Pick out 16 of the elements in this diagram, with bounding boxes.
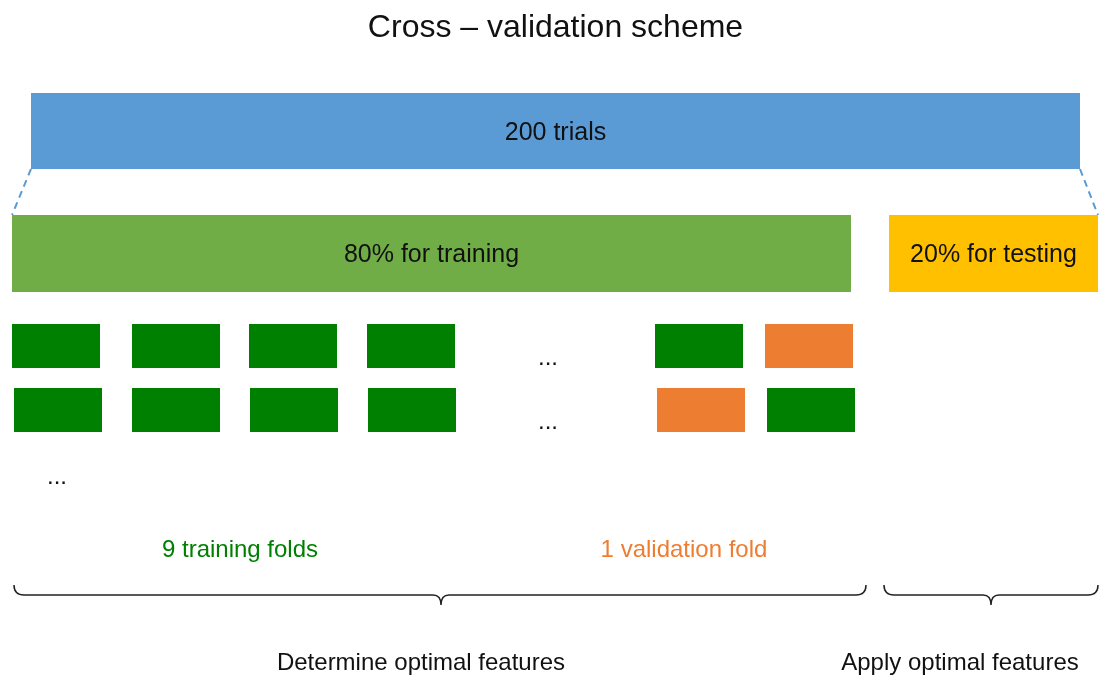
diagram-title: Cross – validation scheme	[366, 8, 745, 45]
ellipsis: ...	[538, 343, 558, 371]
legend-text: 1 validation fold	[600, 535, 768, 563]
bar-label: 80% for training	[343, 239, 520, 268]
bar	[12, 215, 851, 292]
bar-label: 20% for testing	[910, 239, 1077, 268]
dashed-line	[11, 168, 32, 216]
bar	[889, 215, 1098, 292]
legend-text: 9 training folds	[161, 535, 319, 563]
ellipsis: ...	[538, 407, 558, 435]
caption: Apply optimal features	[841, 648, 1079, 676]
dashed-line	[1079, 168, 1099, 216]
bar-label: 200 trials	[504, 116, 607, 146]
ellipsis: ...	[47, 462, 67, 490]
caption: Determine optimal features	[276, 648, 566, 676]
bar	[31, 93, 1080, 169]
